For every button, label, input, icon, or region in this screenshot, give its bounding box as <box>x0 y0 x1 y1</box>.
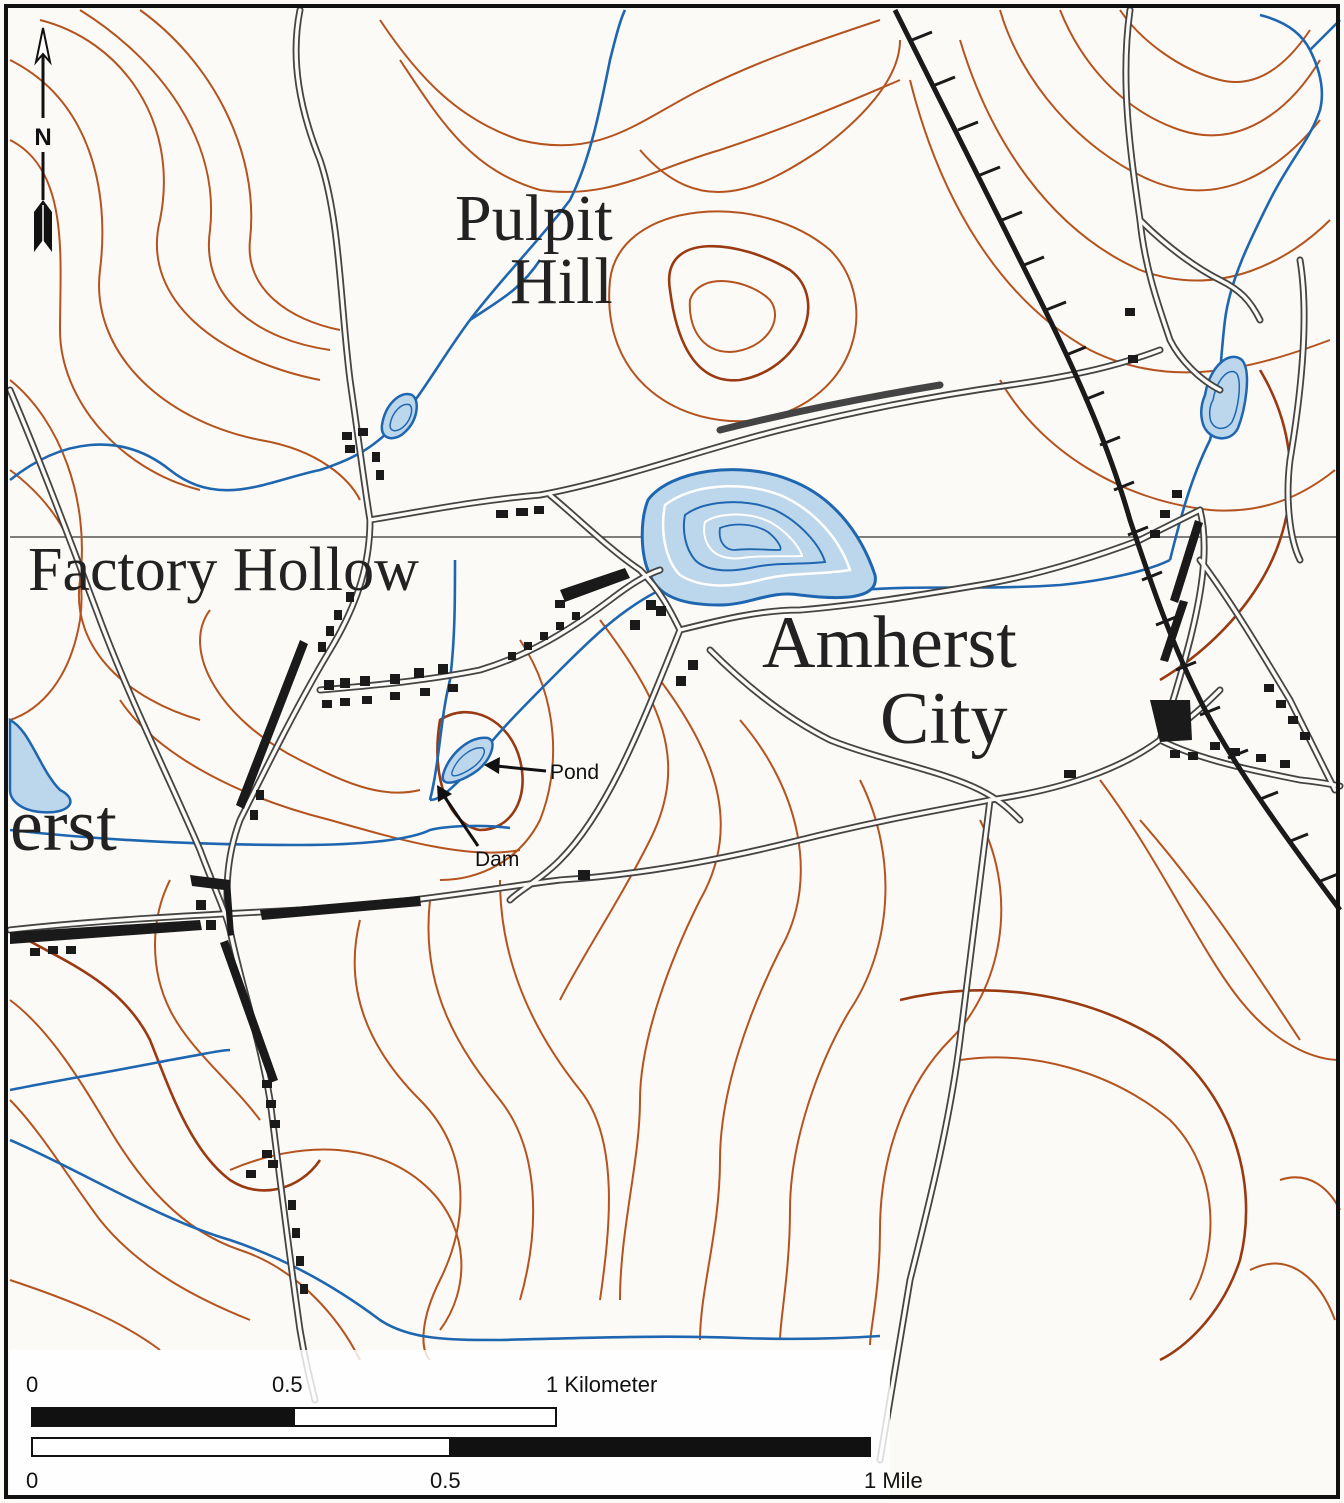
mile-tick-0: 0 <box>26 1468 38 1493</box>
pond-annotation: Pond <box>484 757 599 784</box>
buildings <box>10 308 1310 1294</box>
km-tick-half: 0.5 <box>272 1372 303 1397</box>
arrow-left-icon <box>484 757 500 774</box>
km-tick-0: 0 <box>26 1372 38 1397</box>
north-arrow-icon <box>34 27 52 66</box>
scale-bar-mile: 0 0.5 1 Mile <box>26 1437 923 1493</box>
roads-inner <box>8 8 1342 1462</box>
map-frame <box>4 4 1340 1499</box>
place-labels: Pulpit Hill Factory Hollow Amherst City … <box>10 182 1017 867</box>
annotations: Pond Dam <box>437 757 599 871</box>
mile-tick-half: 0.5 <box>430 1468 461 1493</box>
dam-annotation: Dam <box>437 785 519 871</box>
railroad <box>892 8 1343 912</box>
contour-lines <box>9 9 1341 1362</box>
label-city: City <box>880 678 1007 760</box>
north-label: N <box>34 124 51 151</box>
dam-label: Dam <box>475 848 519 871</box>
west-water <box>8 717 72 814</box>
mile-tick-1: 1 Mile <box>864 1468 923 1493</box>
label-hill: Hill <box>510 245 613 318</box>
km-tick-1: 1 Kilometer <box>546 1372 657 1397</box>
label-factory-hollow: Factory Hollow <box>28 536 419 604</box>
label-pulpit: Pulpit <box>455 182 613 255</box>
label-amherst: Amherst <box>762 602 1017 684</box>
label-erst: erst <box>10 785 117 867</box>
water-bodies <box>8 355 1249 814</box>
north-arrow: N <box>34 27 52 252</box>
streams <box>9 9 1341 1342</box>
pond-label: Pond <box>550 761 599 784</box>
arrow-up-left-icon <box>437 785 452 802</box>
scale-bar: 0 0.5 1 Kilometer 0 0.5 1 Mile <box>10 1350 923 1500</box>
small-pond <box>441 736 494 784</box>
east-pond <box>1199 355 1249 440</box>
scale-bar-kilometer: 0 0.5 1 Kilometer <box>26 1372 657 1427</box>
